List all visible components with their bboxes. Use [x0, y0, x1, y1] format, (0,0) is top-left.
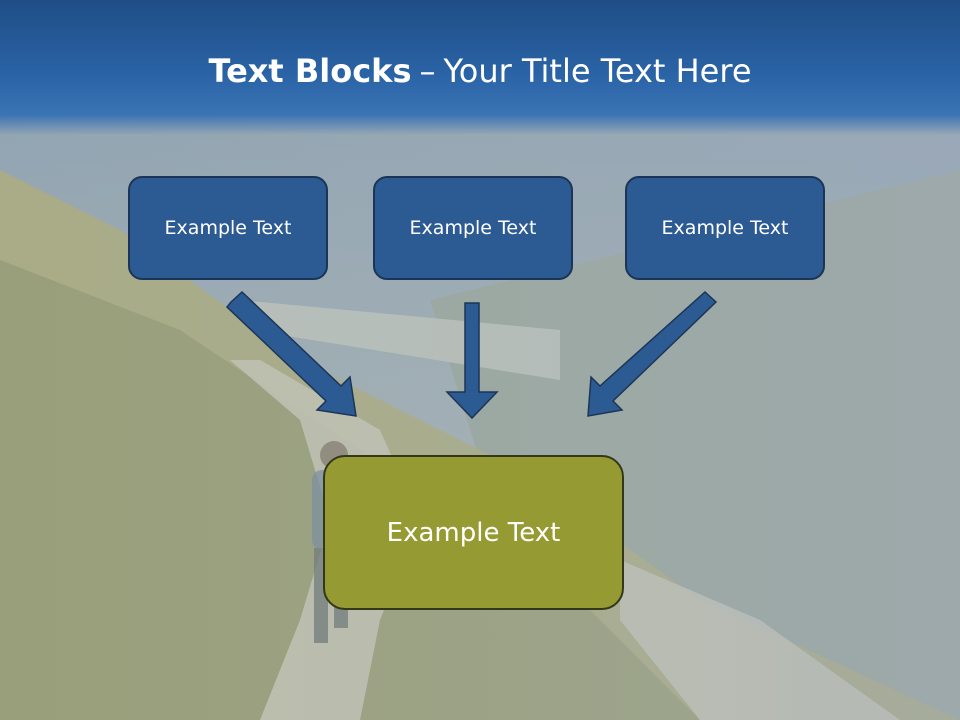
slide-title: Text Blocks–Your Title Text Here: [0, 52, 960, 90]
text-block-2[interactable]: Example Text: [373, 176, 573, 280]
text-block-3-label: Example Text: [661, 217, 789, 239]
title-bold-text: Text Blocks: [208, 52, 412, 90]
header-bar: [0, 0, 960, 135]
text-block-1[interactable]: Example Text: [128, 176, 328, 280]
text-block-2-label: Example Text: [409, 217, 537, 239]
text-block-1-label: Example Text: [164, 217, 292, 239]
title-rest-text: Your Title Text Here: [443, 52, 752, 90]
text-block-main-label: Example Text: [386, 517, 561, 548]
text-block-main[interactable]: Example Text: [323, 455, 624, 610]
title-dash: –: [419, 52, 436, 90]
text-block-3[interactable]: Example Text: [625, 176, 825, 280]
